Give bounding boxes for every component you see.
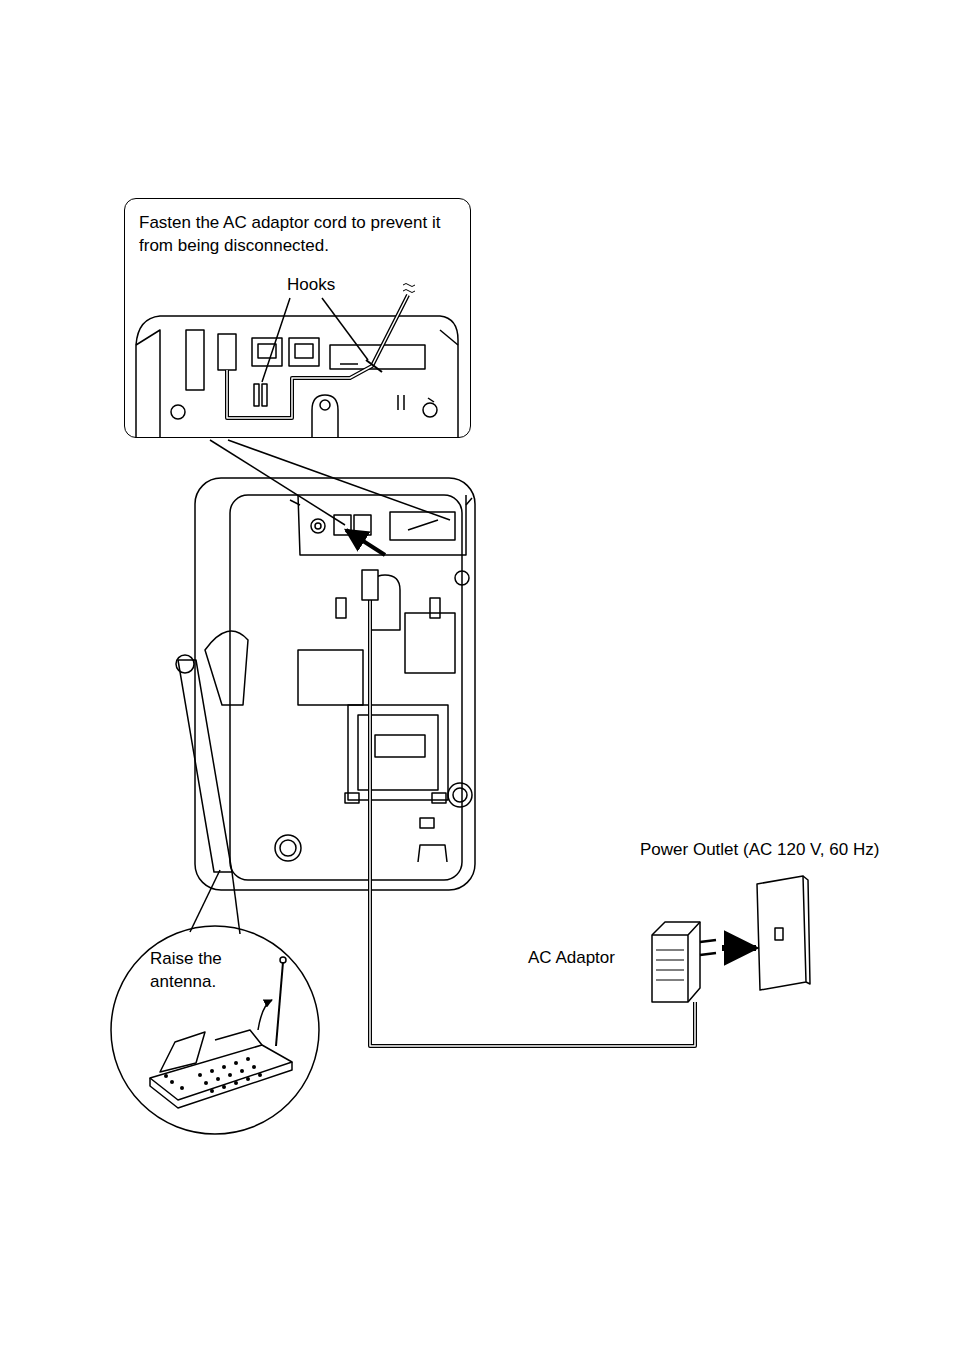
callout-pointer: [190, 870, 220, 932]
instruction-text: Fasten the AC adaptor cord to prevent it…: [139, 211, 461, 257]
part-label: Power Outlet (AC 120 V, 60 Hz): [640, 838, 879, 861]
callout-pointer: [232, 872, 240, 934]
circle-outline: [111, 926, 319, 1134]
antenna: [176, 631, 248, 872]
leader-line: [322, 298, 368, 360]
leader-line: [262, 298, 290, 382]
instruction-text: Raise the antenna.: [150, 947, 255, 993]
base-unit-back: [195, 478, 475, 890]
zoom-line: [228, 440, 450, 520]
keypad: [164, 1057, 262, 1093]
adaptor-cord: [346, 530, 695, 1046]
callout-box: Fasten the AC adaptor cord to prevent it…: [124, 198, 471, 438]
callout-circle: Raise the antenna.: [110, 925, 320, 1135]
ac-adaptor: [652, 922, 756, 1002]
power-outlet: [757, 876, 810, 990]
part-label: Hooks: [287, 273, 335, 296]
part-label: AC Adaptor: [528, 946, 615, 969]
inset-cord: [227, 284, 415, 419]
